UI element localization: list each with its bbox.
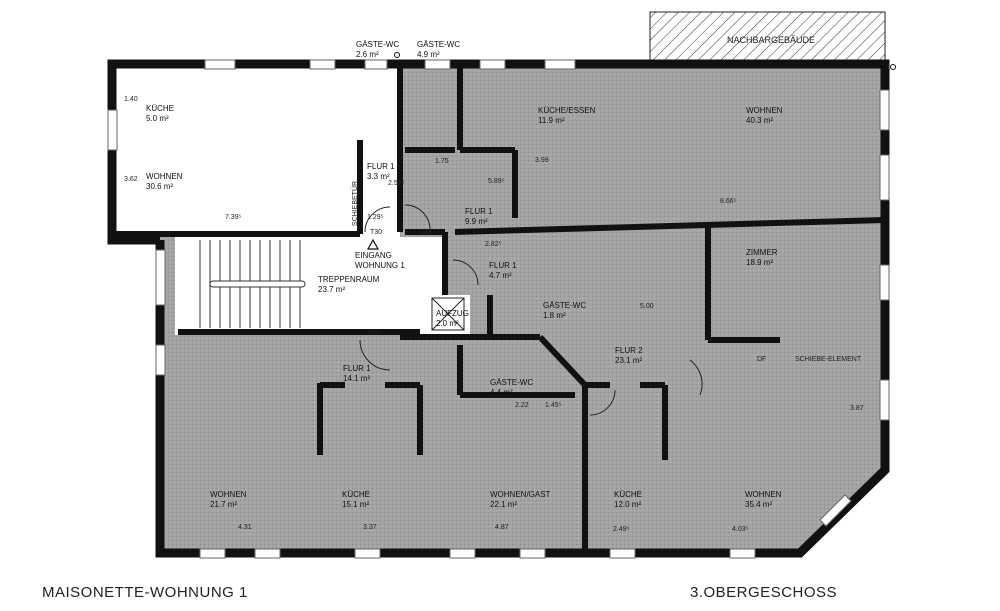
dimension-label: 1.40 [124, 96, 138, 103]
dimension-label: 1.29⁵ [367, 214, 384, 221]
dimension-label: 4.03⁵ [732, 526, 749, 533]
interior-walls [112, 64, 886, 553]
dimension-label: 2.22 [515, 402, 529, 409]
element-label: DF [757, 356, 767, 363]
door-rating: T30 [418, 229, 431, 236]
dimension-label: 3.37 [363, 524, 377, 531]
stairwell-area [175, 237, 445, 335]
element-label: SCHIEBE-ELEMENT [795, 356, 862, 363]
dimension-label: 3.62 [124, 176, 138, 183]
plan-title: MAISONETTE-WOHNUNG 1 [42, 584, 248, 601]
dimension-label: 4.31 [238, 524, 252, 531]
dimension-label: 3.99 [535, 157, 549, 164]
dimension-label: 1.75 [435, 158, 449, 165]
door-rating: T30 [368, 329, 381, 336]
dimension-label: 7.39⁵ [225, 214, 242, 221]
windows [107, 59, 890, 559]
elevator-icon [431, 297, 465, 331]
door-rating: T30 [370, 229, 383, 236]
dimension-label: 3.87 [850, 405, 864, 412]
neighbor-building [649, 11, 886, 63]
dimension-label: 5.00 [640, 303, 654, 310]
staircase [199, 240, 306, 328]
door-swings [359, 204, 703, 416]
floor-title: 3.OBERGESCHOSS [690, 584, 838, 601]
dimension-label: 2.82⁵ [485, 241, 502, 248]
element-label: SCHIEBETÜR [352, 180, 360, 227]
maisonette-upper-unit [110, 62, 400, 237]
dimension-label: 1.45⁵ [545, 402, 562, 409]
dimension-label: 8.66⁵ [720, 198, 737, 205]
marker-circle [890, 64, 896, 70]
dimension-label: 5.89⁵ [488, 178, 505, 185]
dimension-label: 2.49⁵ [613, 526, 630, 533]
marker-circle [394, 52, 400, 58]
dimension-label: 4.87 [495, 524, 509, 531]
entrance-triangle-icon [366, 238, 380, 250]
dimension-label: 2.59⁵ [388, 180, 405, 187]
neighbor-building-label: NACHBARGEBÄUDE [727, 35, 816, 45]
